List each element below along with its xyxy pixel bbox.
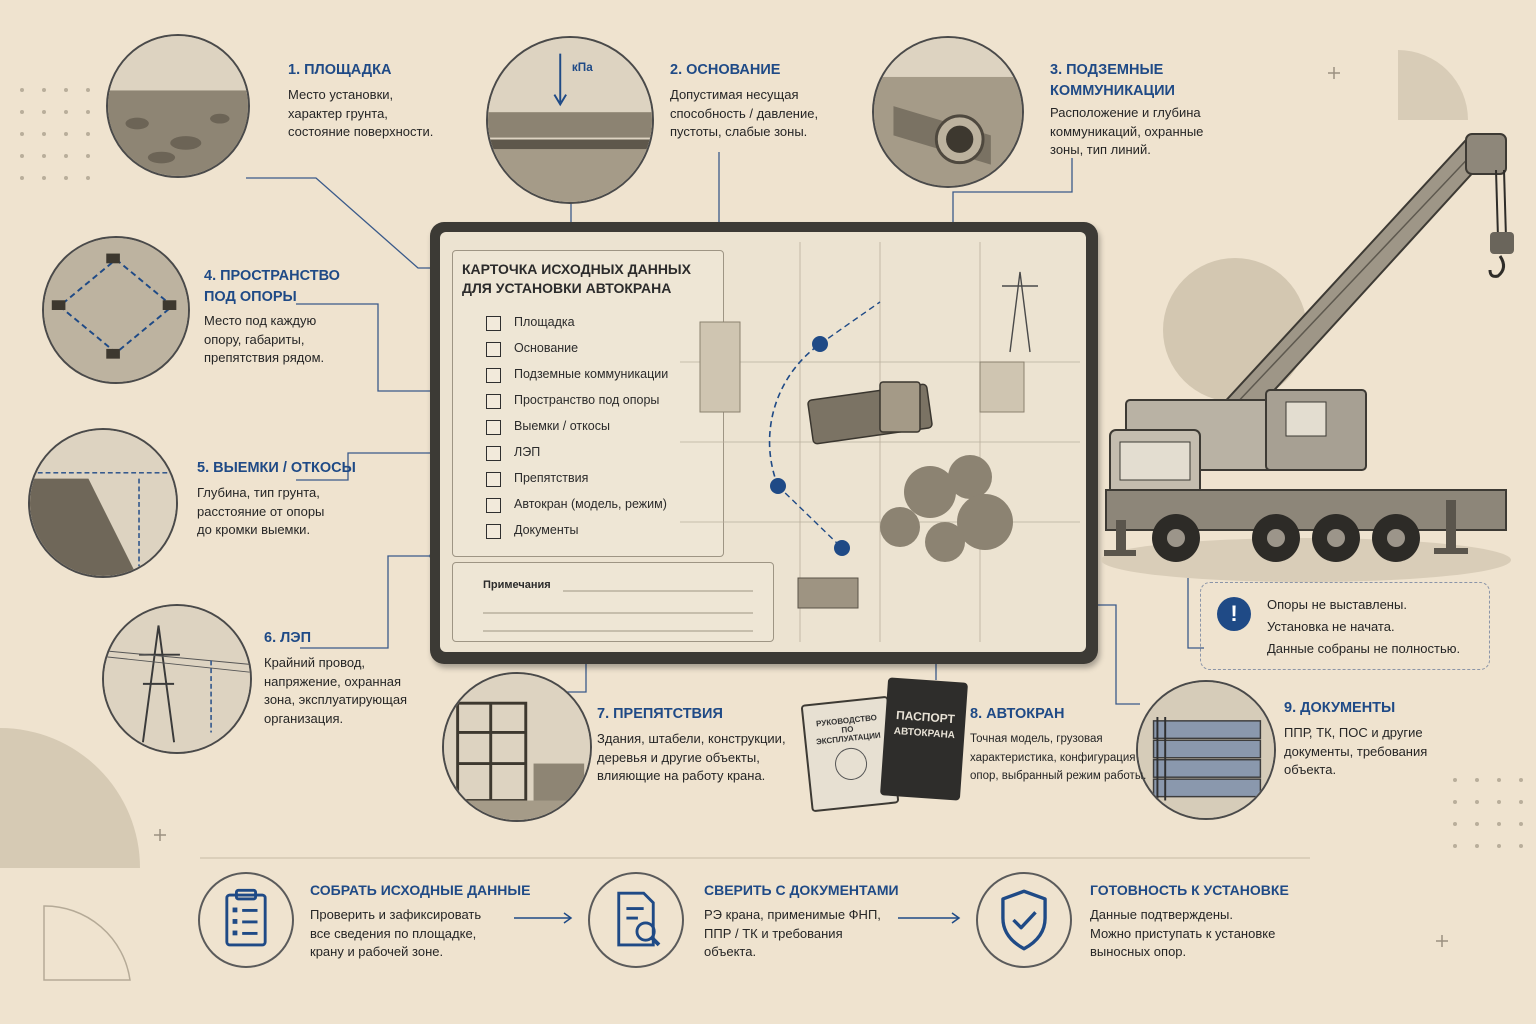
step-3-title: Готовность к установке bbox=[1090, 882, 1289, 898]
deco-plus-marks bbox=[154, 67, 1448, 947]
item-8-title: 8. Автокран bbox=[970, 706, 1065, 722]
site-photo bbox=[106, 34, 250, 178]
item-1-desc: Место установки,характер грунта,состояни… bbox=[288, 87, 434, 139]
documents-photo bbox=[1136, 680, 1276, 820]
clipboard-checklist-icon bbox=[225, 888, 267, 947]
step-2-icon-circle bbox=[588, 872, 684, 968]
foundation-photo: кПа bbox=[486, 36, 654, 204]
document-search-icon bbox=[617, 891, 661, 947]
step-1-title: Собрать исходные данные bbox=[310, 882, 531, 898]
step-1-icon-circle bbox=[198, 872, 294, 968]
shield-check-icon bbox=[1001, 889, 1047, 951]
board-paper: Карточка исходных данныхдля установки ав… bbox=[440, 232, 1086, 652]
crane-passport-book: Паспорт автокрана bbox=[879, 677, 969, 801]
outrigger-space-photo bbox=[42, 236, 190, 384]
deco-quarter-circle bbox=[1398, 50, 1468, 120]
item-1-title: 1. Площадка bbox=[288, 62, 392, 78]
dot-grid-left bbox=[20, 88, 90, 180]
step-2-title: Сверить с документами bbox=[704, 882, 899, 898]
exclamation-icon: ! bbox=[1217, 597, 1251, 631]
power-line-photo bbox=[102, 604, 252, 754]
warning-line: Данные собраны не полностью. bbox=[1267, 641, 1461, 656]
mobile-crane-illustration bbox=[1101, 133, 1514, 582]
dot-grid-right bbox=[1453, 778, 1523, 848]
checkbox[interactable] bbox=[486, 446, 501, 461]
checkbox[interactable] bbox=[486, 368, 501, 383]
passport-subtitle: автокрана bbox=[893, 725, 956, 742]
warning-line: Опоры не выставлены. bbox=[1267, 597, 1407, 612]
item-9-title: 9. Документы bbox=[1284, 700, 1396, 716]
checkbox[interactable] bbox=[486, 316, 501, 331]
passport-title: Паспорт bbox=[895, 708, 956, 727]
item-5-title: 5. Выемки / откосы bbox=[197, 460, 356, 476]
notes-field[interactable]: Примечания bbox=[452, 562, 774, 642]
checkbox[interactable] bbox=[486, 342, 501, 357]
item-7-desc: Здания, штабели, конструкции,деревья и д… bbox=[597, 731, 786, 783]
obstacles-photo bbox=[442, 672, 592, 822]
data-card-board: Карточка исходных данныхдля установки ав… bbox=[430, 222, 1098, 664]
checkbox[interactable] bbox=[486, 420, 501, 435]
site-plan-sketch bbox=[680, 242, 1080, 642]
item-6-title: 6. ЛЭП bbox=[264, 630, 312, 646]
step-arrows bbox=[514, 912, 961, 924]
checkbox[interactable] bbox=[486, 472, 501, 487]
deco-half-circle bbox=[0, 728, 140, 868]
warning-line: Установка не начата. bbox=[1267, 619, 1395, 634]
notes-label: Примечания bbox=[483, 579, 551, 591]
slope-photo bbox=[28, 428, 178, 578]
step-2-desc: РЭ крана, применимые ФНП,ППР / ТК и треб… bbox=[704, 907, 881, 959]
checkbox[interactable] bbox=[486, 394, 501, 409]
utilities-photo bbox=[872, 36, 1024, 188]
checkbox[interactable] bbox=[486, 498, 501, 513]
item-7-title: 7. Препятствия bbox=[597, 706, 723, 722]
step-3-desc: Данные подтверждены.Можно приступать к у… bbox=[1090, 907, 1276, 959]
card-title: Карточка исходных данныхдля установки ав… bbox=[462, 261, 691, 296]
deco-arc bbox=[43, 905, 131, 981]
checkbox[interactable] bbox=[486, 524, 501, 539]
item-2-title: 2. Основание bbox=[670, 62, 781, 78]
kpa-label: кПа bbox=[572, 61, 593, 74]
status-warning: ! Опоры не выставлены. Установка не нача… bbox=[1200, 582, 1490, 670]
step-3-icon-circle bbox=[976, 872, 1072, 968]
